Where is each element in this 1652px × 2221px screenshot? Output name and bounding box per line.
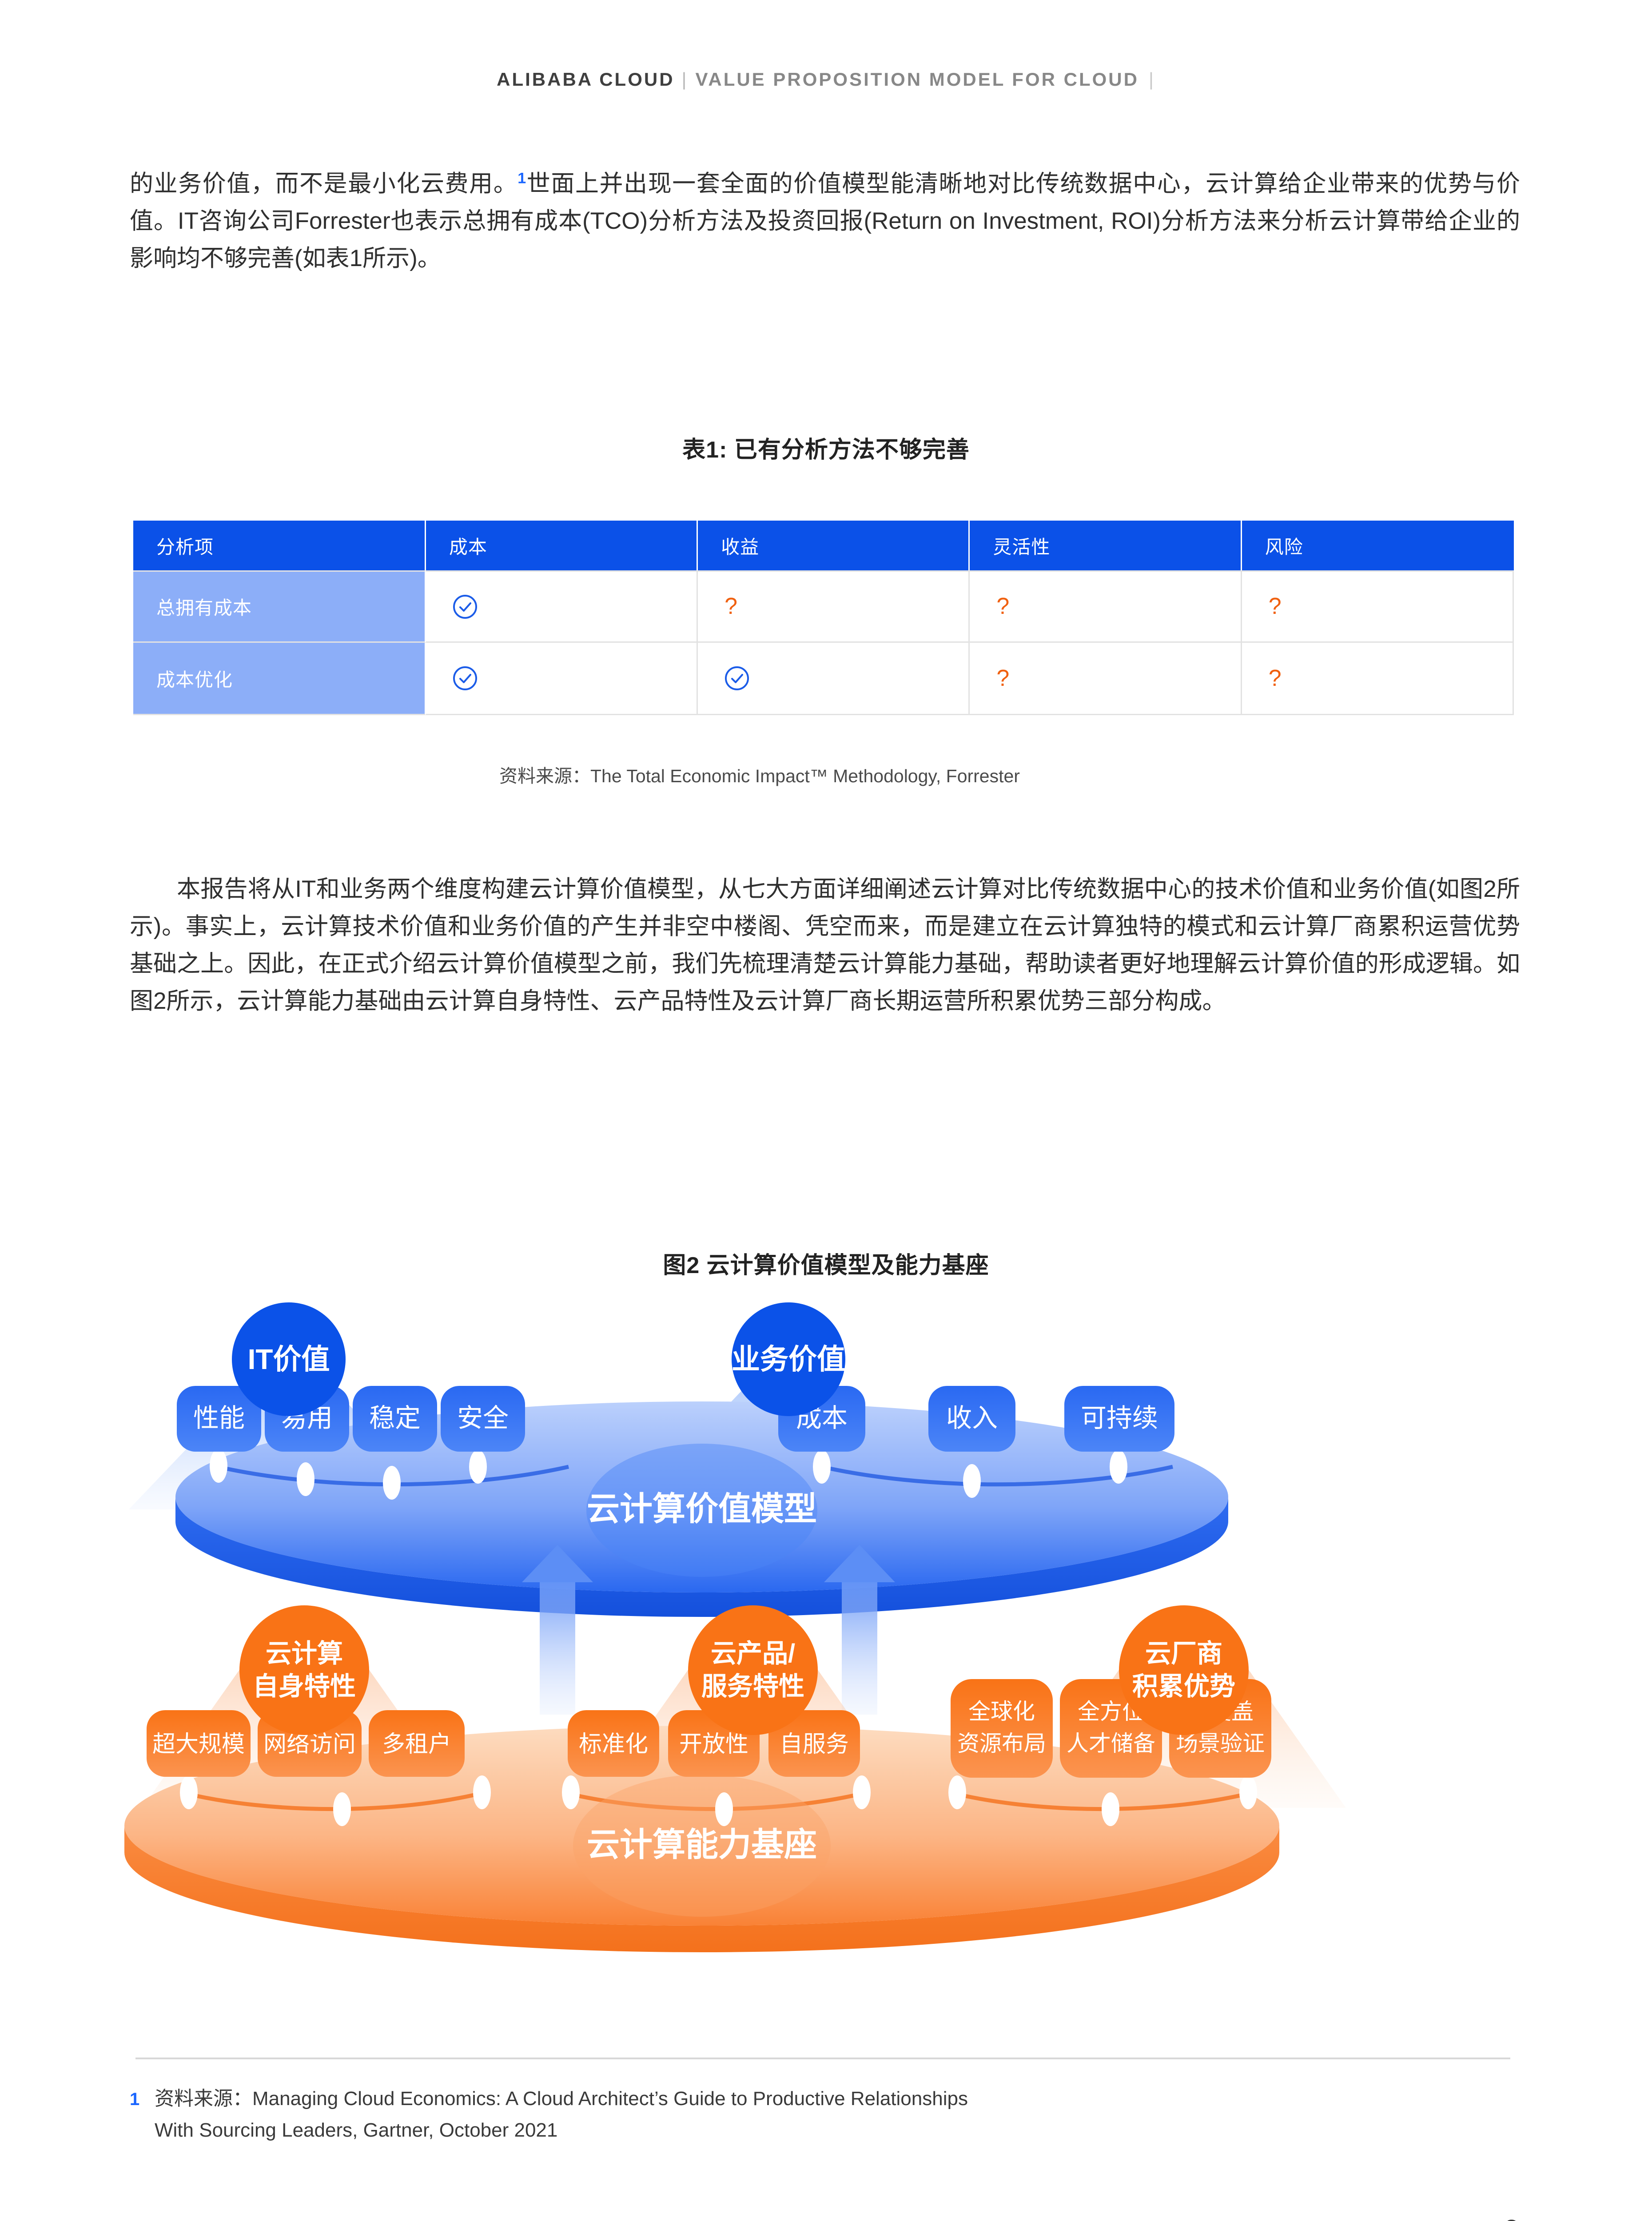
pillar-cloud-traits[interactable]: 云计算 自身特性 [239,1605,369,1735]
header-separator: | [681,69,689,90]
footnote-text-line-two: With Sourcing Leaders, Gartner, October … [155,2119,558,2141]
cell-opt-risk: ? [1242,643,1514,715]
pill-label: 安全 [457,1404,509,1433]
arrow-left-icon [522,1545,593,1715]
pill-performance[interactable]: 性能 [177,1386,261,1452]
pillar-it-value[interactable]: IT价值 [232,1302,346,1416]
business-value-attribute-pills: 成本 收入 可持续 [778,1386,1174,1452]
row-label-tco: 总拥有成本 [133,570,426,643]
pill-label-line2: 场景验证 [1176,1731,1265,1756]
col-header-risk: 风险 [1242,521,1514,570]
pill-label-line2: 资源布局 [957,1731,1046,1756]
pill-sustainability[interactable]: 可持续 [1064,1386,1174,1452]
footnote: 1 资料来源：Managing Cloud Economics: A Cloud … [130,2083,1520,2146]
table-head: 分析项 成本 收益 灵活性 风险 [133,521,1514,570]
header-end-rule: | [1148,69,1155,90]
arrow-right-icon [824,1545,895,1715]
pillar-label: IT价值 [248,1343,330,1375]
check-circle-icon [453,594,478,619]
question-mark-icon: ? [724,593,738,619]
cell-opt-flexibility: ? [970,643,1242,715]
pillar-cloud-product-traits[interactable]: 云产品/ 服务特性 [688,1605,818,1735]
col-header-item: 分析项 [133,521,426,570]
document-title: VALUE PROPOSITION MODEL FOR CLOUD [695,69,1139,90]
cell-tco-cost [426,570,698,643]
pillar-label-line1: 云厂商 [1145,1639,1222,1668]
pill-label: 性能 [193,1404,245,1433]
cell-opt-benefit [698,643,970,715]
value-model-nodes [210,1449,1127,1500]
table-row: 成本优化 ? ? [133,643,1514,715]
figure-title: 图2 云计算价值模型及能力基座 [663,1253,989,1278]
cell-opt-cost [426,643,698,715]
cell-tco-risk: ? [1242,570,1514,643]
table-header-row: 分析项 成本 收益 灵活性 风险 [133,521,1514,570]
table-source-note: 资料来源：The Total Economic Impact™ Methodol… [499,766,1020,786]
footnote-text: 资料来源：Managing Cloud Economics: A Cloud A… [155,2088,968,2110]
paragraph-one-part-a: 的业务价值，而不是最小化云费用。 [130,171,518,197]
pill-standardization[interactable]: 标准化 [568,1710,659,1777]
footnote-divider [135,2058,1510,2059]
col-header-cost: 成本 [426,521,698,570]
capability-base-nodes [180,1775,1257,1826]
table-row: 总拥有成本 ? ? ? [133,570,1514,643]
pill-label: 收入 [946,1404,998,1433]
question-mark-icon: ? [996,665,1010,691]
pillar-label-line2: 服务特性 [701,1672,804,1701]
pill-label: 可持续 [1081,1404,1158,1433]
value-model-platform-label: 云计算价值模型 [587,1490,817,1527]
paragraph-one: 的业务价值，而不是最小化云费用。1世面上并出现一套全面的价值模型能清晰地对比传统… [130,165,1520,277]
cell-tco-benefit: ? [698,570,970,643]
page-header: ALIBABA CLOUD | VALUE PROPOSITION MODEL FO… [0,69,1652,90]
pill-label-line2: 人才储备 [1067,1731,1155,1756]
col-header-flexibility: 灵活性 [970,521,1242,570]
capability-base-platform-label: 云计算能力基座 [587,1826,817,1863]
cell-tco-flexibility: ? [970,570,1242,643]
pill-hyperscale[interactable]: 超大规模 [147,1710,251,1777]
pill-label: 稳定 [369,1404,421,1433]
paragraph-one-part-b: 世面上并出现一套全面的价值模型能清晰地对比传统数据中心，云计算给企业带来的优势与… [130,171,1521,271]
question-mark-icon: ? [1268,665,1282,691]
pillar-label-line1: 云产品/ [711,1639,795,1668]
it-value-attribute-pills: 性能 易用 稳定 安全 [177,1386,525,1452]
pill-label: 标准化 [579,1731,648,1757]
pillar-label-line2: 积累优势 [1132,1672,1235,1701]
pillar-vendor-advantage[interactable]: 云厂商 积累优势 [1119,1605,1249,1735]
table-body: 总拥有成本 ? ? ? [133,570,1514,715]
pillar-label-line1: 云计算 [266,1639,343,1668]
check-circle-icon [724,666,749,691]
pill-label: 网络访问 [263,1731,356,1757]
value-model-figure: 云计算价值模型 性能 易用 [111,1302,1541,1977]
pill-global-resource-layout[interactable]: 全球化 资源布局 [951,1679,1053,1778]
check-circle-icon [453,666,478,691]
footnote-number: 1 [130,2090,140,2109]
page-number: 3 [1505,2214,1519,2221]
footnote-marker[interactable]: 1 [517,170,526,187]
pill-label: 多租户 [382,1731,451,1757]
pill-label: 超大规模 [152,1731,245,1757]
pill-label: 开放性 [679,1731,748,1757]
pill-self-service[interactable]: 自服务 [768,1710,860,1777]
pill-revenue[interactable]: 收入 [928,1386,1015,1452]
pill-label: 自服务 [780,1731,849,1757]
paragraph-two: 本报告将从IT和业务两个维度构建云计算价值模型，从七大方面详细阐述云计算对比传统… [130,876,1520,1014]
pillar-business-value[interactable]: 业务价值 [732,1302,845,1416]
brand-name: ALIBABA CLOUD [497,69,675,90]
question-mark-icon: ? [996,593,1010,619]
pill-label-line1: 全球化 [968,1699,1035,1724]
pill-stability[interactable]: 稳定 [353,1386,437,1452]
table-title: 表1: 已有分析方法不够完善 [682,437,970,463]
pillar-label-line2: 自身特性 [253,1672,356,1701]
question-mark-icon: ? [1268,593,1282,619]
analysis-table-wrapper: 分析项 成本 收益 灵活性 风险 总拥有成本 ? [133,521,1514,715]
row-label-cost-optimization: 成本优化 [133,643,426,715]
analysis-table: 分析项 成本 收益 灵活性 风险 总拥有成本 ? [133,521,1514,715]
upward-arrows [522,1545,895,1715]
figure-canvas: 云计算价值模型 性能 易用 [124,1302,1346,1952]
pill-multi-tenant[interactable]: 多租户 [369,1710,465,1777]
pill-security[interactable]: 安全 [441,1386,525,1452]
col-header-benefit: 收益 [698,521,970,570]
pillar-label: 业务价值 [732,1343,845,1375]
